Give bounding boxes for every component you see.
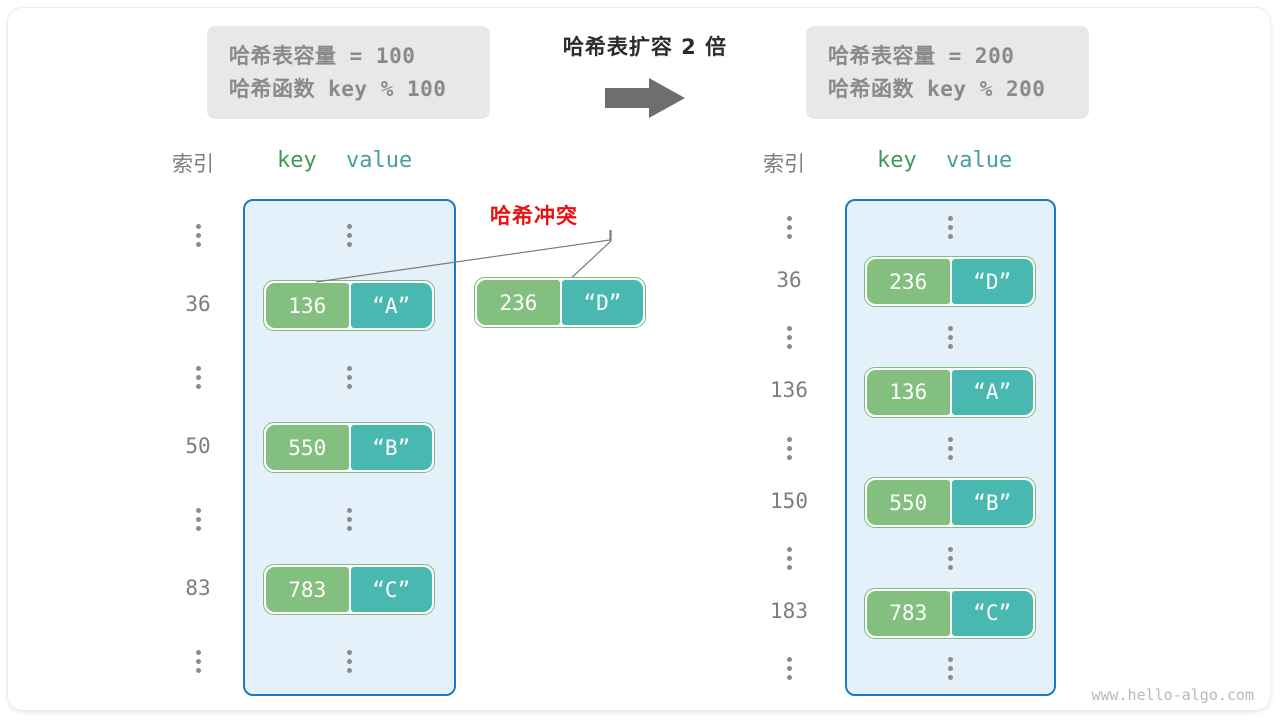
left-hash-function-line: 哈希函数 key % 100 bbox=[229, 76, 447, 101]
right-entry-value: “B” bbox=[951, 480, 1033, 526]
right-entry-ellipsis bbox=[947, 546, 953, 570]
right-index-ellipsis bbox=[786, 657, 792, 681]
left-entry-key: 783 bbox=[266, 567, 349, 612]
left-value-header: value bbox=[346, 148, 413, 173]
left-entry-key: 136 bbox=[266, 283, 349, 328]
right-entry-pair[interactable]: 136“A” bbox=[864, 366, 1036, 418]
right-entry-value: “D” bbox=[951, 259, 1033, 305]
left-entry-value: “C” bbox=[350, 567, 432, 612]
left-entry-value: “A” bbox=[350, 283, 432, 328]
right-entry-pair[interactable]: 236“D” bbox=[864, 256, 1036, 308]
right-entry-ellipsis bbox=[947, 326, 953, 350]
right-entry-key: 136 bbox=[867, 369, 950, 415]
right-entry-value: “C” bbox=[951, 590, 1033, 636]
right-index-label: 136 bbox=[770, 378, 808, 403]
right-value-header: value bbox=[946, 148, 1013, 173]
left-index-ellipsis bbox=[195, 223, 201, 247]
left-index-label: 50 bbox=[185, 433, 211, 458]
right-entry-ellipsis bbox=[947, 657, 953, 681]
left-entry-pair[interactable]: 136“A” bbox=[263, 280, 435, 331]
right-entry-key: 236 bbox=[867, 259, 950, 305]
left-entry-value: “B” bbox=[350, 425, 432, 470]
overflow-entry-key: 236 bbox=[477, 280, 560, 325]
right-entry-ellipsis bbox=[947, 215, 953, 239]
right-formula-box: 哈希表容量 = 200 哈希函数 key % 200 bbox=[806, 26, 1089, 119]
left-index-header: 索引 bbox=[172, 152, 214, 176]
overflow-entry-value: “D” bbox=[561, 280, 643, 325]
left-entry-ellipsis bbox=[346, 223, 352, 247]
right-entry-key: 783 bbox=[867, 590, 950, 636]
left-formula-box: 哈希表容量 = 100 哈希函数 key % 100 bbox=[207, 26, 490, 119]
left-capacity-line: 哈希表容量 = 100 bbox=[229, 44, 416, 68]
left-entry-pair[interactable]: 550“B” bbox=[263, 422, 435, 473]
left-index-ellipsis bbox=[195, 365, 201, 389]
right-entry-pair[interactable]: 550“B” bbox=[864, 477, 1036, 529]
right-key-header: key bbox=[877, 148, 917, 173]
right-index-header: 索引 bbox=[763, 152, 805, 176]
watermark: www.hello-algo.com bbox=[1091, 686, 1254, 704]
right-capacity-line: 哈希表容量 = 200 bbox=[828, 44, 1015, 68]
left-index-ellipsis bbox=[195, 507, 201, 531]
collision-label: 哈希冲突 bbox=[490, 204, 578, 228]
overflow-entry-pair[interactable]: 236 “D” bbox=[474, 277, 646, 328]
left-index-label: 36 bbox=[185, 291, 211, 316]
left-entry-pair[interactable]: 783“C” bbox=[263, 564, 435, 615]
left-entry-key: 550 bbox=[266, 425, 349, 470]
right-index-ellipsis bbox=[786, 436, 792, 460]
right-index-label: 36 bbox=[776, 267, 802, 292]
right-index-ellipsis bbox=[786, 215, 792, 239]
diagram-frame bbox=[8, 8, 1270, 710]
right-index-label: 150 bbox=[770, 488, 808, 513]
left-entry-ellipsis bbox=[346, 649, 352, 673]
left-entry-ellipsis bbox=[346, 507, 352, 531]
right-entry-ellipsis bbox=[947, 436, 953, 460]
left-index-ellipsis bbox=[195, 649, 201, 673]
transform-title: 哈希表扩容 2 倍 bbox=[562, 35, 728, 59]
left-index-label: 83 bbox=[185, 575, 211, 600]
right-index-ellipsis bbox=[786, 546, 792, 570]
left-entry-ellipsis bbox=[346, 365, 352, 389]
right-hash-function-line: 哈希函数 key % 200 bbox=[828, 76, 1046, 101]
right-index-ellipsis bbox=[786, 326, 792, 350]
right-arrow-icon bbox=[605, 78, 685, 118]
right-index-label: 183 bbox=[770, 599, 808, 624]
left-key-header: key bbox=[277, 148, 317, 173]
right-entry-pair[interactable]: 783“C” bbox=[864, 587, 1036, 639]
right-entry-value: “A” bbox=[951, 369, 1033, 415]
right-entry-key: 550 bbox=[867, 480, 950, 526]
